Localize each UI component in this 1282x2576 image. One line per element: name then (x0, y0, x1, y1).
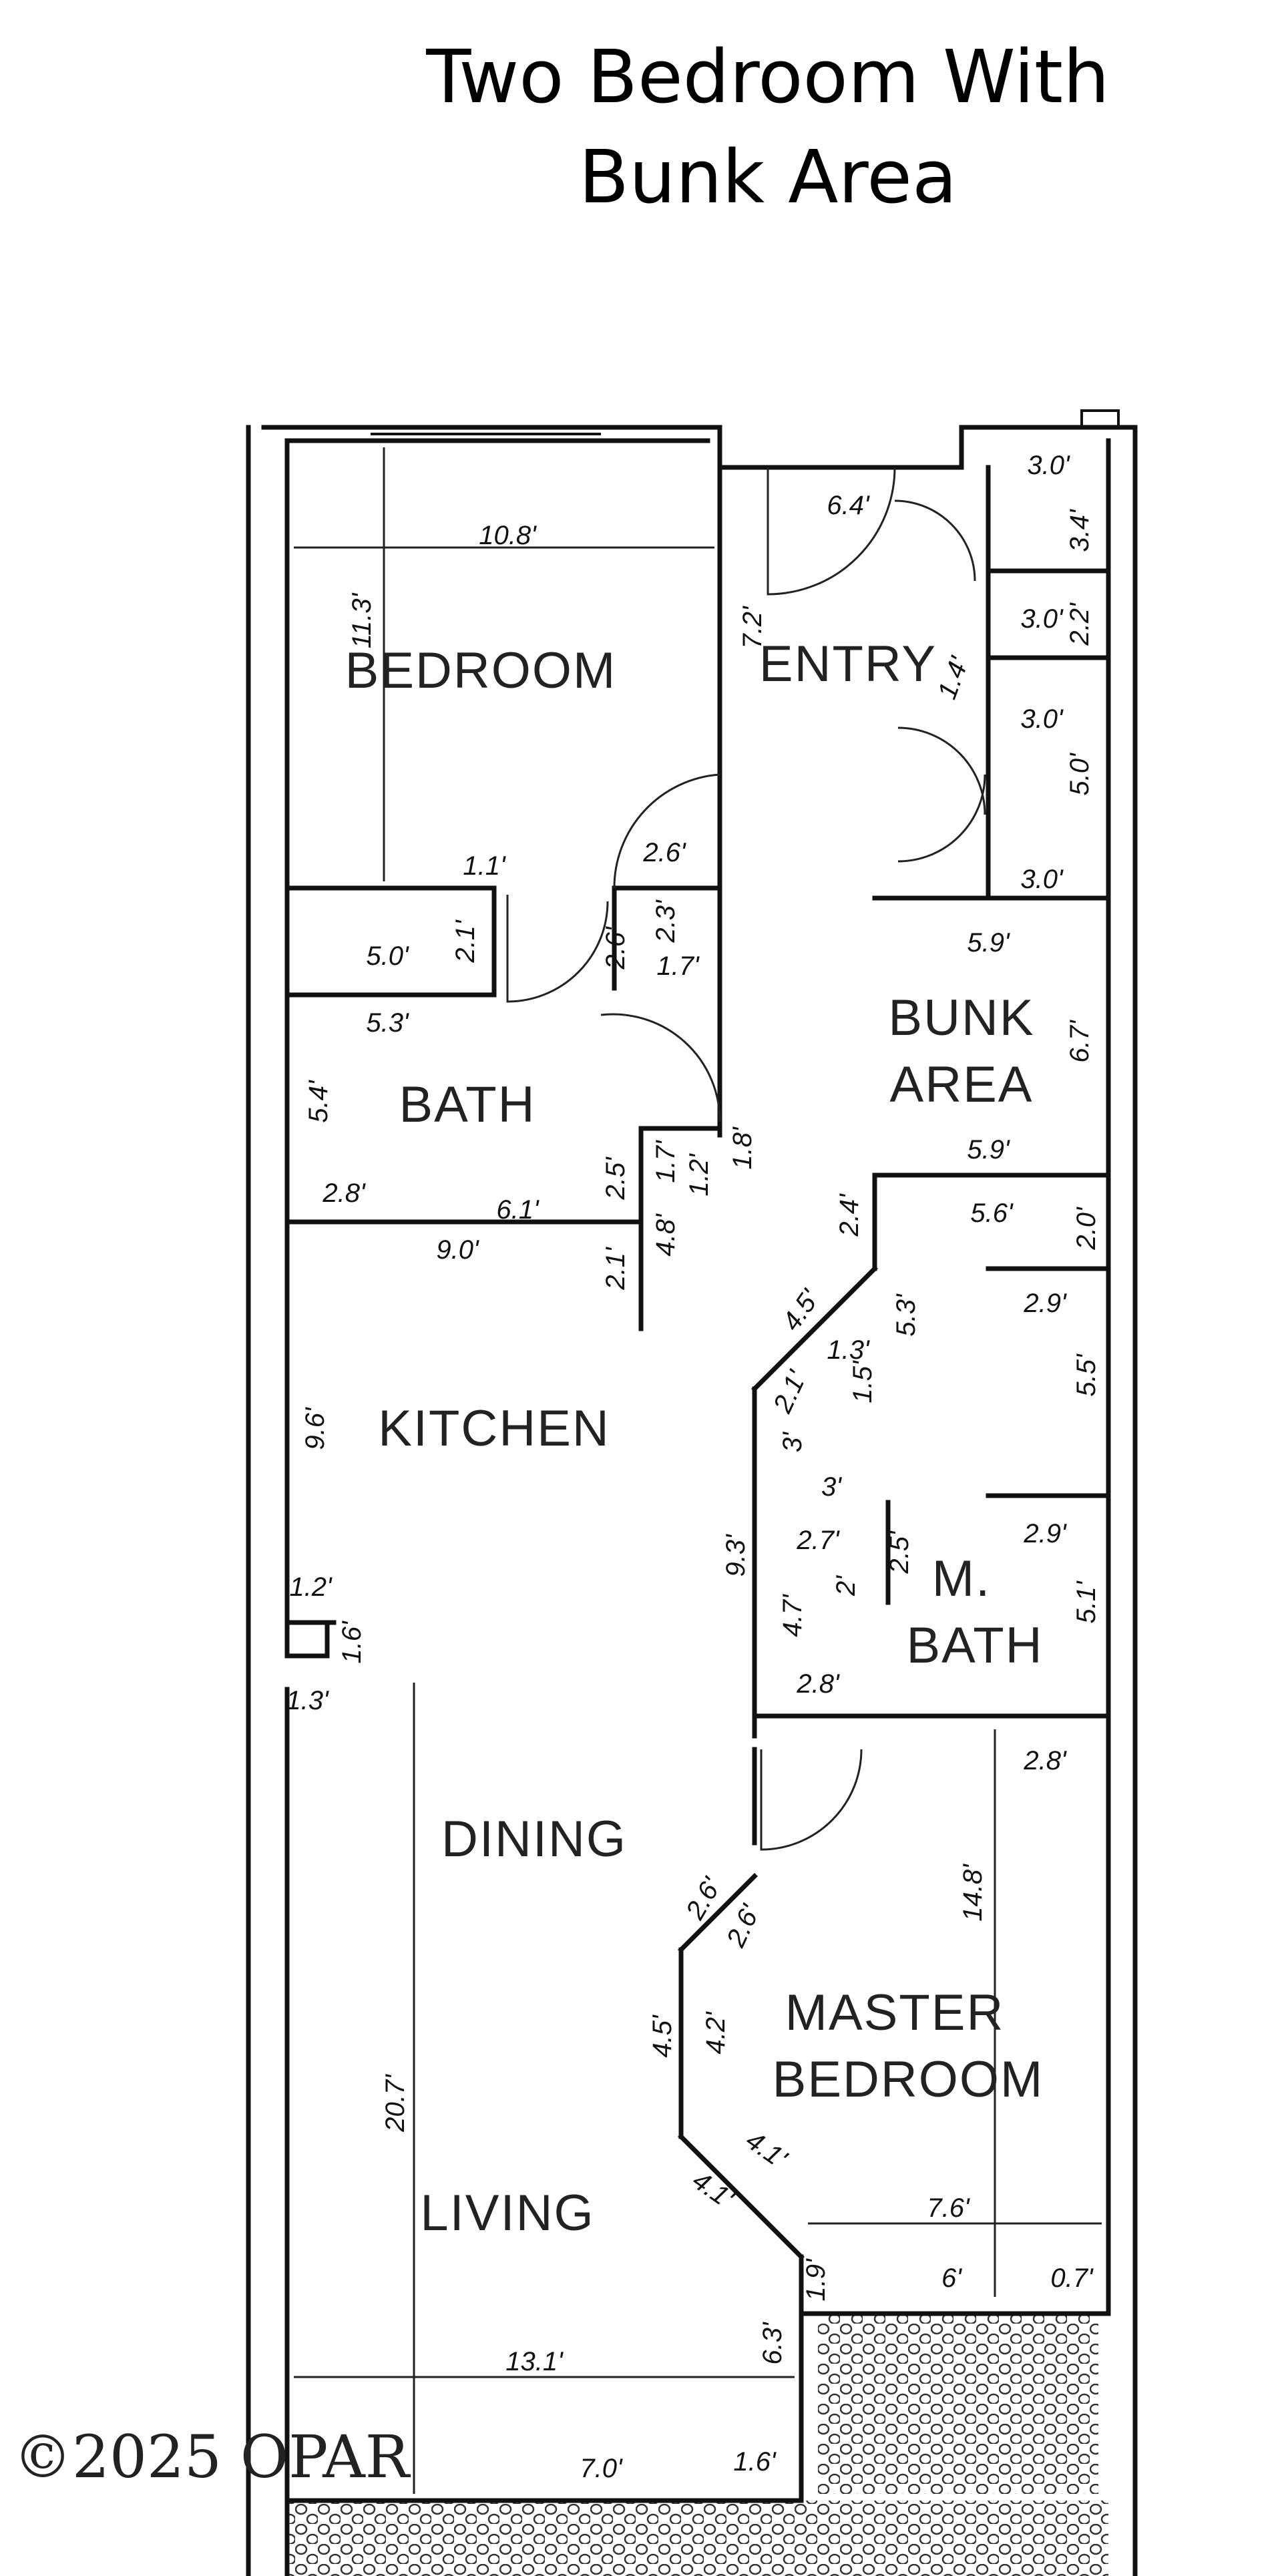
dim-label: 7.2' (738, 606, 767, 649)
dim-label: 1.6' (337, 1621, 367, 1664)
dim-label: 5.9' (967, 928, 1010, 957)
dim-label: 5.3' (366, 1008, 409, 1038)
dim-label: 1.2' (289, 1572, 333, 1602)
dim-label: 2.9' (1023, 1519, 1067, 1548)
dimension-lines (294, 447, 1102, 2494)
dim-label: 1.6' (733, 2447, 777, 2477)
title-line-2: Bunk Area (578, 134, 957, 220)
dim-label: 5.5' (1072, 1353, 1101, 1397)
dim-label: 2.8' (1023, 1746, 1067, 1775)
dim-label: 7.0' (580, 2454, 623, 2483)
dim-label: 2.6' (680, 1872, 727, 1925)
page-title: Two Bedroom With Bunk Area (127, 27, 1282, 227)
dim-label: 5.9' (967, 1135, 1010, 1164)
interior-walls (284, 465, 1111, 2503)
room-label-master-bedroom-1: MASTER (785, 1984, 1005, 2041)
dim-label: 2.2' (1065, 602, 1094, 646)
dim-label: 1.9' (801, 2258, 831, 2302)
dim-label: 3.0' (1020, 604, 1064, 634)
dim-label: 2.3' (651, 899, 680, 943)
dim-label: 14.8' (958, 1864, 988, 1922)
copyright-watermark: ©2025 OPAR (13, 2422, 411, 2491)
room-label-bunk-2: AREA (890, 1056, 1034, 1113)
dim-label: 2.4' (835, 1193, 864, 1237)
dim-label: 5.1' (1072, 1580, 1101, 1624)
dim-label: 4.5' (648, 2014, 677, 2058)
dim-label: 2.1' (451, 919, 480, 963)
dim-label: 2.9' (1023, 1289, 1067, 1318)
dim-label: 9.0' (436, 1235, 479, 1265)
dim-label: 6' (941, 2264, 962, 2293)
dim-label: 20.7' (381, 2074, 410, 2133)
dimension-labels: 10.8' 6.4' 3.0' 3.0' 3.0' 3.0' 1.1' 2.6'… (286, 451, 1101, 2483)
room-label-bunk-1: BUNK (888, 990, 1034, 1046)
dim-label: 5.0' (1065, 753, 1094, 796)
dim-label: 1.4' (932, 652, 974, 703)
dim-label: 9.6' (300, 1407, 330, 1450)
room-label-living: LIVING (420, 2185, 594, 2241)
dim-label: 1.5' (848, 1360, 877, 1404)
dim-label: 2.5' (885, 1530, 914, 1574)
room-label-dining: DINING (441, 1811, 627, 1868)
dim-label: 5.0' (366, 941, 409, 971)
dim-label: 1.3' (286, 1686, 329, 1715)
dim-label: 4.7' (778, 1594, 807, 1637)
room-label-kitchen: KITCHEN (378, 1400, 610, 1457)
dim-label: 3' (821, 1472, 842, 1502)
dim-label: 2.1' (601, 1247, 630, 1291)
dim-label: 2.8' (322, 1178, 366, 1208)
dim-label: 6.1' (496, 1195, 540, 1225)
dim-label: 4.2' (701, 2011, 730, 2055)
dim-label: 3.0' (1027, 451, 1070, 480)
dim-label: 1.7' (656, 951, 700, 981)
dim-label: 2.6' (601, 926, 630, 970)
dim-label: 5.4' (304, 1080, 333, 1123)
dim-label: 2.7' (796, 1526, 840, 1555)
dim-label: 3.0' (1020, 704, 1064, 734)
dim-label: 3' (778, 1432, 807, 1452)
room-label-master-bath-2: BATH (906, 1617, 1043, 1674)
dim-label: 9.3' (721, 1534, 751, 1577)
patio-master (818, 2314, 1098, 2494)
dim-label: 3.0' (1020, 865, 1064, 894)
dim-label: 2.6' (642, 838, 686, 867)
room-label-entry: ENTRY (759, 636, 937, 692)
dim-label: 11.3' (347, 592, 377, 648)
dim-label: 1.7' (651, 1140, 680, 1183)
room-label-bedroom: BEDROOM (345, 642, 617, 699)
dim-label: 1.8' (728, 1126, 757, 1170)
dim-label: 4.1' (687, 2165, 739, 2214)
dim-label: 1.2' (684, 1153, 714, 1197)
dim-label: 13.1' (505, 2347, 564, 2376)
dim-label: 0.7' (1050, 2264, 1094, 2293)
dim-label: 1.1' (463, 851, 506, 881)
patio-living (287, 2501, 1108, 2576)
dim-label: 6.7' (1065, 1020, 1094, 1063)
dim-label: 2.5' (601, 1156, 630, 1201)
dim-label: 7.6' (927, 2193, 970, 2223)
dim-label: 2' (831, 1575, 861, 1596)
dim-label: 4.8' (651, 1213, 680, 1257)
door-swings (506, 467, 986, 1851)
dim-label: 2.6' (720, 1900, 766, 1952)
dim-label: 5.3' (891, 1293, 921, 1337)
title-line-1: Two Bedroom With (426, 34, 1110, 120)
room-label-master-bath-1: M. (932, 1550, 991, 1607)
dim-label: 1.3' (827, 1335, 870, 1365)
room-label-bath: BATH (399, 1076, 536, 1133)
dim-label: 2.0' (1072, 1207, 1101, 1251)
room-label-master-bedroom-2: BEDROOM (773, 2051, 1044, 2108)
dim-label: 4.1' (740, 2125, 793, 2174)
dim-label: 2.8' (796, 1669, 840, 1699)
dim-label: 5.6' (970, 1199, 1014, 1228)
dim-label: 6.3' (758, 2322, 787, 2365)
dim-label: 6.4' (827, 491, 870, 520)
dim-label: 10.8' (479, 521, 537, 550)
dim-label: 2.1' (767, 1365, 813, 1418)
outer-walls (246, 409, 1138, 2576)
dim-label: 3.4' (1065, 509, 1094, 552)
